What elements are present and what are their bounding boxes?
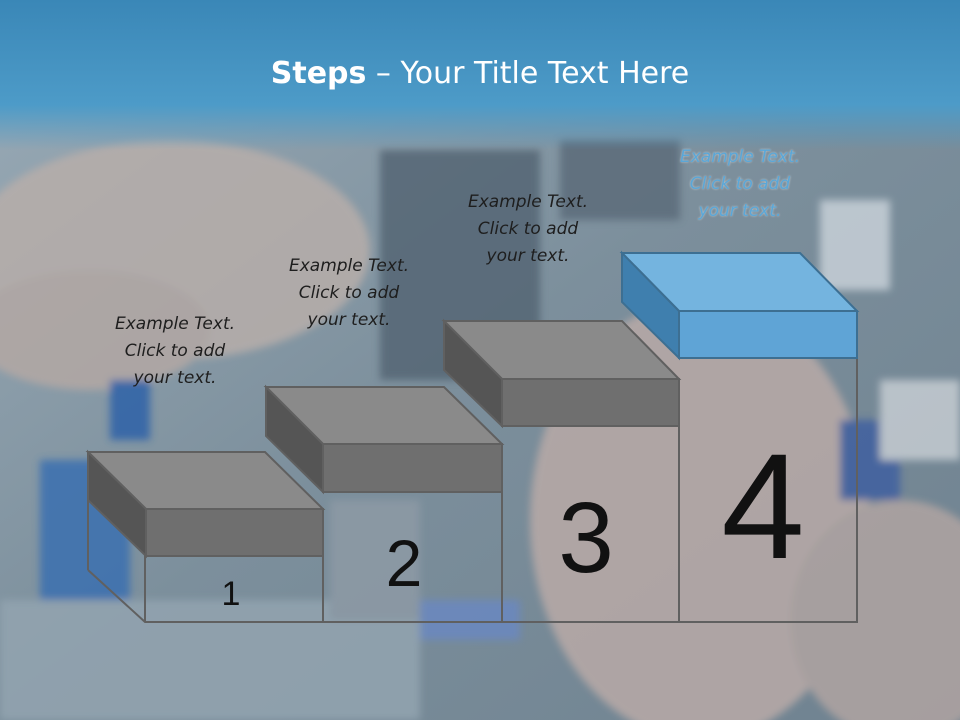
step-block-1[interactable] bbox=[85, 449, 326, 559]
slide-title[interactable]: Steps – Your Title Text Here bbox=[0, 56, 960, 91]
step-caption-2[interactable]: Example Text. Click to add your text. bbox=[259, 253, 439, 334]
caption-line: your text. bbox=[486, 246, 570, 266]
step-number-1: 1 bbox=[222, 575, 241, 613]
step-caption-4[interactable]: Example Text. Click to add your text. bbox=[650, 144, 830, 225]
caption-line: Example Text. bbox=[679, 147, 801, 167]
caption-line: your text. bbox=[133, 368, 217, 388]
title-rest: – Your Title Text Here bbox=[366, 56, 690, 91]
caption-line: your text. bbox=[698, 201, 782, 221]
step-number-2: 2 bbox=[386, 526, 423, 600]
title-bold: Steps bbox=[270, 56, 367, 91]
step-block-4[interactable] bbox=[619, 250, 860, 361]
caption-line: Click to add bbox=[298, 283, 400, 303]
step-number-3: 3 bbox=[558, 482, 614, 594]
step-block-3[interactable] bbox=[441, 318, 682, 429]
caption-line: Click to add bbox=[689, 174, 791, 194]
step-caption-3[interactable]: Example Text. Click to add your text. bbox=[438, 189, 618, 270]
caption-line: Click to add bbox=[124, 341, 226, 361]
caption-line: Example Text. bbox=[114, 314, 236, 334]
step-caption-1[interactable]: Example Text. Click to add your text. bbox=[85, 311, 265, 392]
step-block-2[interactable] bbox=[263, 384, 505, 495]
caption-line: Click to add bbox=[477, 219, 579, 239]
step-number-4: 4 bbox=[721, 422, 804, 590]
caption-line: Example Text. bbox=[467, 192, 589, 212]
header-band bbox=[0, 0, 960, 150]
caption-line: Example Text. bbox=[288, 256, 410, 276]
caption-line: your text. bbox=[307, 310, 391, 330]
